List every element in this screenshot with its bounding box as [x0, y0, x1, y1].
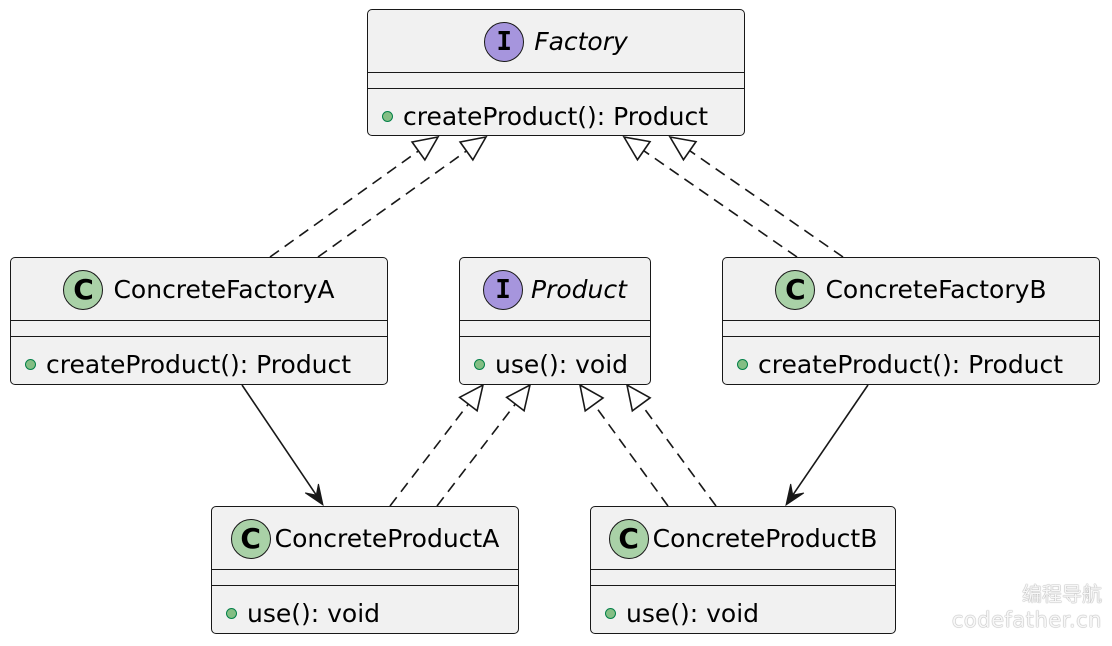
- dashed-line: [317, 150, 467, 258]
- class-name: ConcreteProductB: [652, 524, 878, 553]
- edge-realization-concreteproductb-to-product: [578, 383, 669, 507]
- methods-divider: [368, 88, 744, 89]
- attributes-divider: [11, 320, 387, 321]
- class-icon: C: [775, 269, 816, 310]
- class-box-factory[interactable]: I Factory createProduct(): Product: [367, 9, 745, 136]
- dashed-line: [269, 150, 419, 258]
- dashed-line: [389, 403, 470, 507]
- edge-realization-concretefactorya-to-factory: [317, 135, 488, 258]
- class-box-concrete-product-a[interactable]: C ConcreteProductA use(): void: [211, 506, 519, 634]
- dashed-line: [436, 403, 517, 507]
- attributes-divider: [212, 569, 518, 570]
- edge-realization-concretefactoryb-to-factory: [622, 135, 798, 258]
- watermark-url: codefather.cn: [951, 608, 1102, 632]
- edge-association-concretefactoryb-to-concreteproductb: [785, 384, 869, 507]
- dashed-line: [593, 403, 669, 507]
- edge-realization-concretefactoryb-to-factory: [668, 135, 844, 258]
- dashed-line: [689, 150, 844, 258]
- edge-realization-concreteproducta-to-product: [436, 383, 532, 507]
- class-icon: C: [230, 518, 271, 559]
- method-signature: createProduct(): Product: [758, 349, 1064, 379]
- methods-divider: [212, 585, 518, 586]
- interface-icon: I: [483, 269, 524, 310]
- hollow-triangle-arrowhead-icon: [668, 135, 698, 162]
- class-icon: C: [63, 269, 104, 310]
- class-name: ConcreteFactoryB: [825, 275, 1047, 304]
- public-visibility-icon: [226, 607, 237, 619]
- public-visibility-icon: [737, 358, 748, 370]
- method-signature: createProduct(): Product: [46, 349, 352, 379]
- hollow-triangle-arrowhead-icon: [622, 135, 652, 162]
- attributes-divider: [460, 320, 650, 321]
- class-name: ConcreteFactoryA: [113, 275, 335, 304]
- attributes-divider: [368, 72, 744, 73]
- methods-divider: [11, 336, 387, 337]
- class-box-concrete-product-b[interactable]: C ConcreteProductB use(): void: [590, 506, 896, 634]
- method-row: createProduct(): Product: [737, 344, 1063, 384]
- edge-realization-concreteproductb-to-product: [625, 383, 717, 507]
- class-name: ConcreteProductA: [274, 524, 500, 553]
- hollow-triangle-arrowhead-icon: [578, 383, 605, 413]
- hollow-triangle-arrowhead-icon: [458, 383, 485, 413]
- class-box-concrete-factory-b[interactable]: C ConcreteFactoryB createProduct(): Prod…: [722, 257, 1100, 385]
- hollow-triangle-arrowhead-icon: [410, 135, 440, 162]
- edge-realization-concretefactorya-to-factory: [269, 135, 440, 258]
- solid-line: [241, 384, 321, 501]
- method-signature: createProduct(): Product: [403, 101, 709, 131]
- method-row: createProduct(): Product: [382, 96, 708, 136]
- hollow-triangle-arrowhead-icon: [625, 383, 652, 413]
- dashed-line: [640, 403, 717, 507]
- method-row: createProduct(): Product: [25, 344, 351, 384]
- methods-divider: [460, 336, 650, 337]
- public-visibility-icon: [25, 358, 36, 370]
- class-name: Factory: [534, 27, 628, 56]
- edge-association-concretefactorya-to-concreteproducta: [241, 384, 324, 507]
- public-visibility-icon: [382, 110, 393, 122]
- hollow-triangle-arrowhead-icon: [505, 383, 532, 413]
- method-row: use(): void: [226, 593, 380, 633]
- class-box-product[interactable]: I Product use(): void: [459, 257, 651, 385]
- class-icon: C: [608, 518, 649, 559]
- class-name: Product: [531, 275, 627, 304]
- method-signature: use(): void: [626, 598, 760, 628]
- filled-arrowhead-icon: [304, 483, 324, 507]
- method-signature: use(): void: [495, 349, 629, 379]
- interface-icon: I: [484, 21, 525, 62]
- solid-line: [788, 384, 869, 501]
- class-box-concrete-factory-a[interactable]: C ConcreteFactoryA createProduct(): Prod…: [10, 257, 388, 385]
- method-row: use(): void: [605, 593, 759, 633]
- public-visibility-icon: [474, 358, 485, 370]
- attributes-divider: [591, 569, 895, 570]
- watermark-title: 编程导航: [1022, 582, 1102, 606]
- edge-realization-concreteproducta-to-product: [389, 383, 485, 507]
- methods-divider: [723, 336, 1099, 337]
- methods-divider: [591, 585, 895, 586]
- dashed-line: [643, 150, 798, 258]
- method-row: use(): void: [474, 344, 628, 384]
- hollow-triangle-arrowhead-icon: [458, 135, 488, 162]
- method-signature: use(): void: [247, 598, 381, 628]
- filled-arrowhead-icon: [785, 483, 805, 507]
- public-visibility-icon: [605, 607, 616, 619]
- attributes-divider: [723, 320, 1099, 321]
